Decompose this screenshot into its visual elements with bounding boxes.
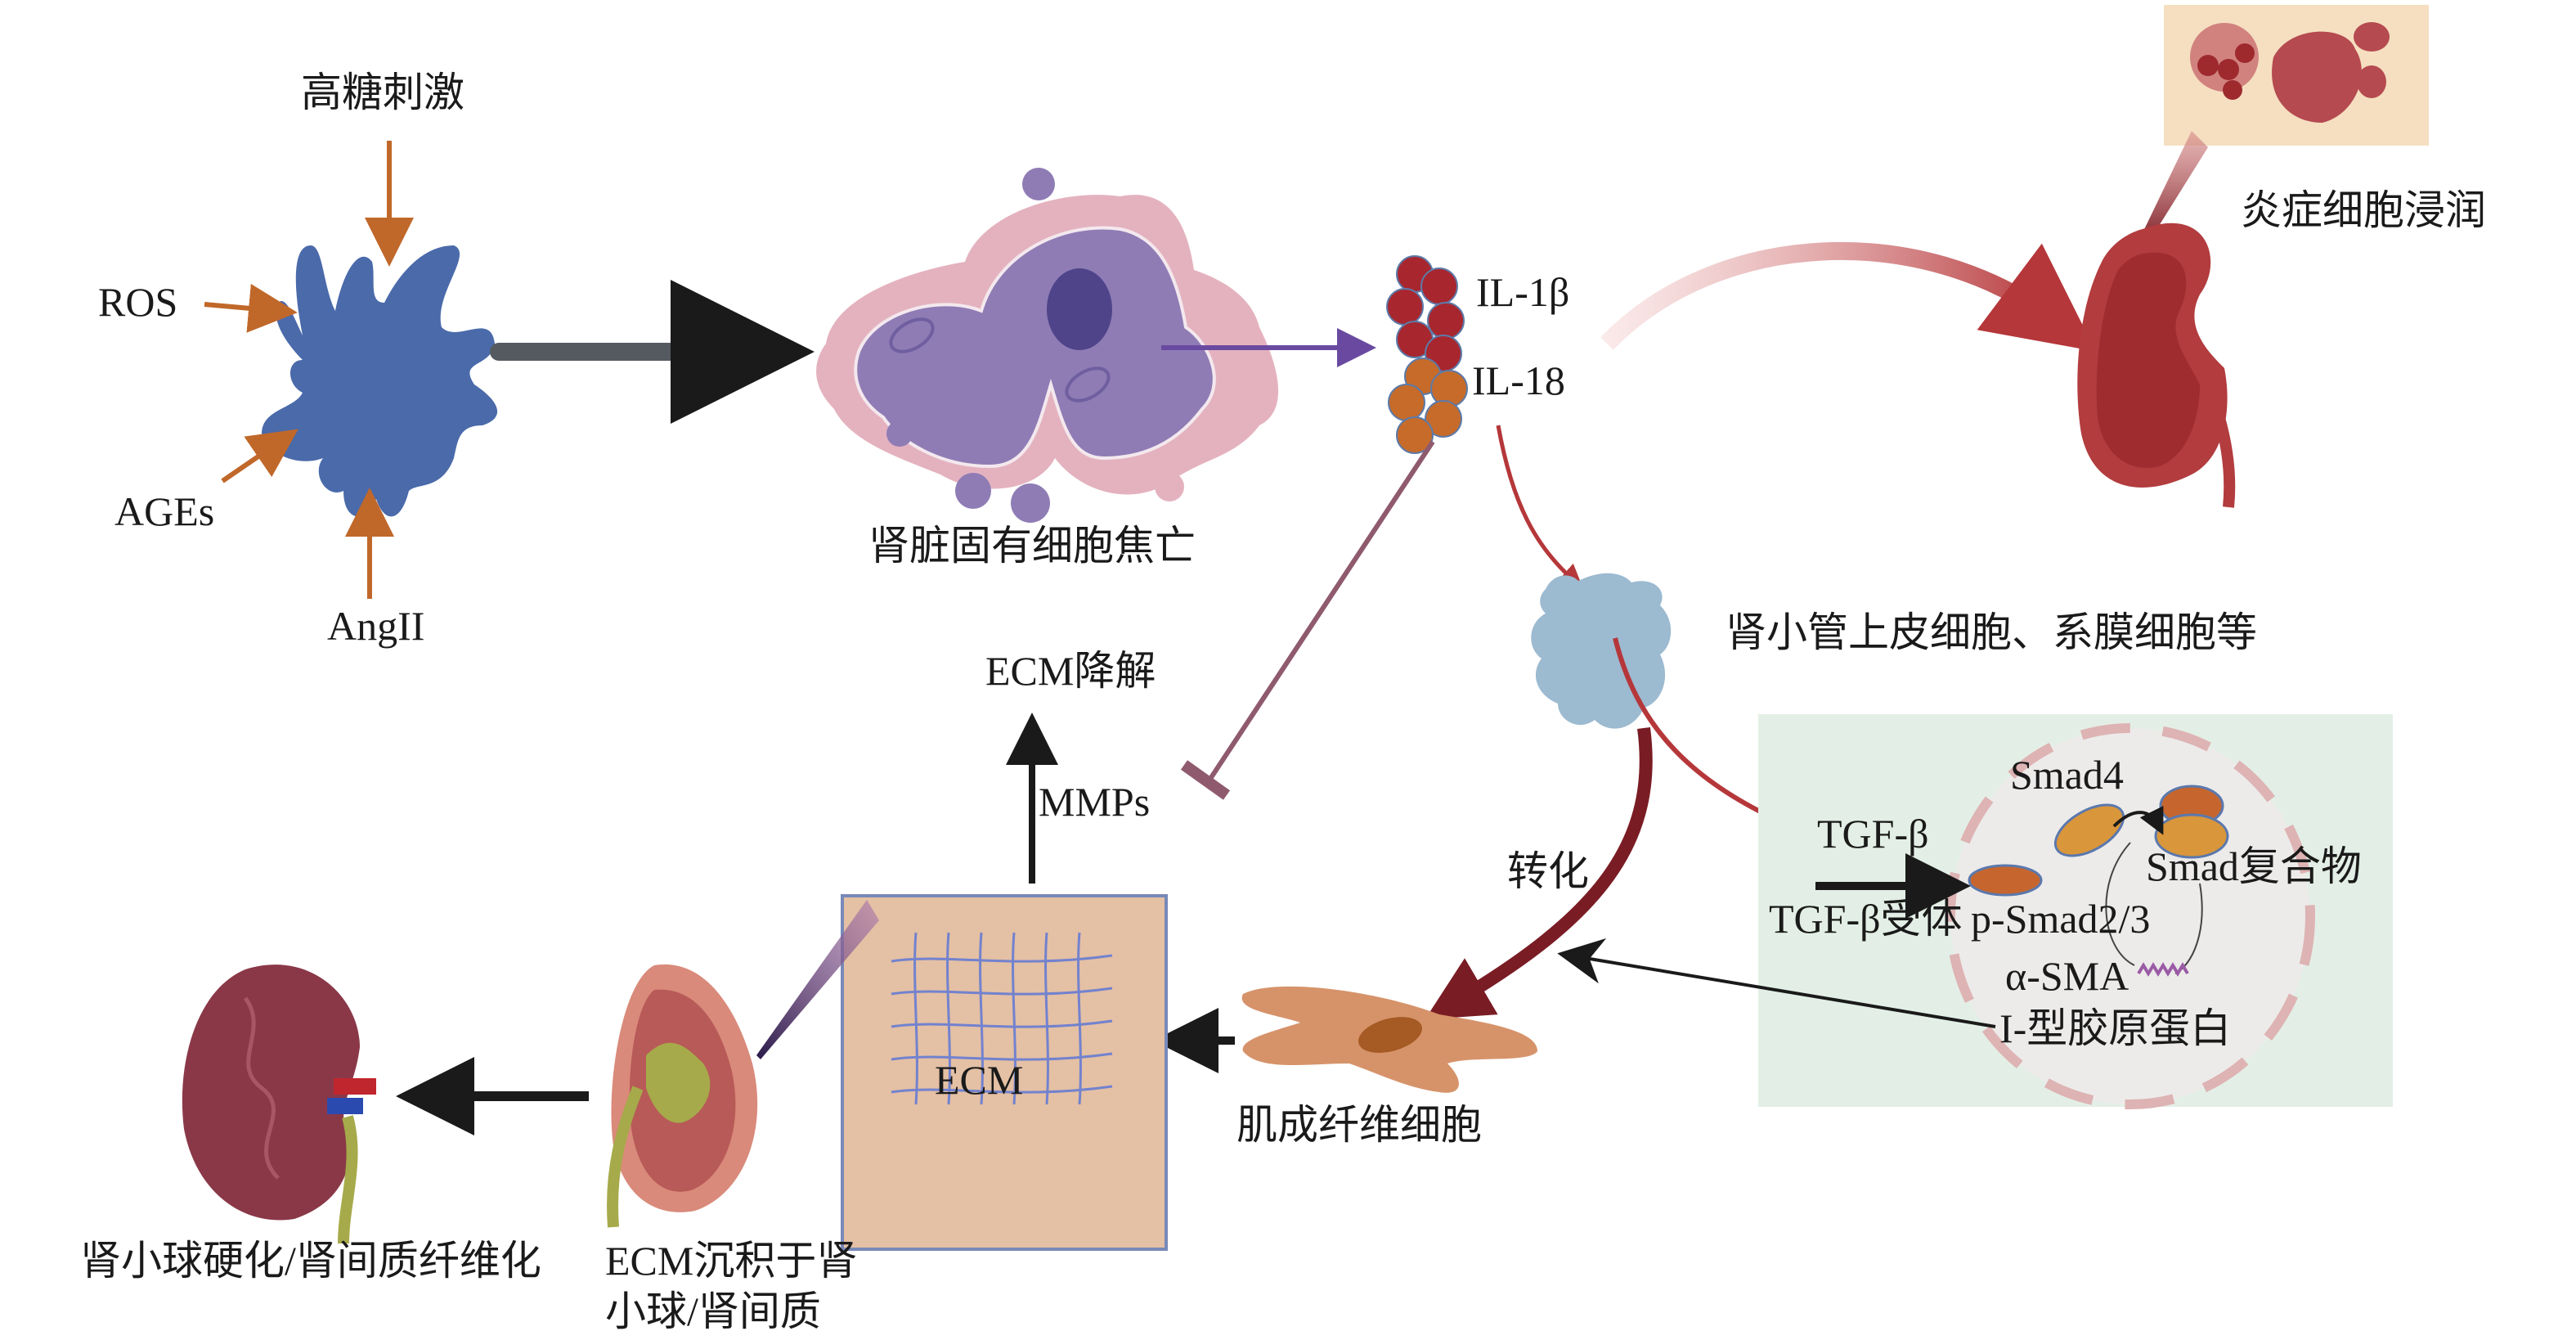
ecm-box [841, 894, 1168, 1251]
myofibroblast-icon [1241, 986, 1537, 1093]
ecm-deposition-kidney-icon [607, 964, 758, 1228]
tgf-signaling-panel [1758, 714, 2393, 1109]
stimulus-ages: AGEs [114, 488, 215, 534]
inflammatory-cells-panel [2164, 5, 2429, 146]
inflammation-label: 炎症细胞浸润 [2241, 187, 2486, 233]
il18-label: IL-18 [1472, 357, 1565, 403]
collagen-i-label: I-型胶原蛋白 [1999, 1005, 2232, 1051]
stimulated-cell-icon [262, 245, 498, 517]
collagen-arrow [1557, 938, 1996, 1028]
tgf-receptor-label: TGF-β受体 [1769, 896, 1963, 942]
pyroptotic-cell-icon [816, 168, 1279, 523]
ros-arrow [204, 283, 298, 333]
fibrotic-kidney-icon [182, 965, 376, 1244]
p-smad23-label: p-Smad2/3 [1971, 896, 2151, 942]
inset-pointer [2138, 131, 2208, 245]
myofibroblast-label: 肌成纤维细胞 [1236, 1102, 1482, 1148]
mmps-label: MMPs [1039, 779, 1151, 825]
ecm-deposition-label-line2: 小球/肾间质 [605, 1288, 821, 1334]
pyroptosis-label: 肾脏固有细胞焦亡 [868, 523, 1196, 569]
inflammation-arrow [1600, 241, 2096, 352]
inhibition-bar [1180, 760, 1231, 800]
transformation-arrow [1425, 726, 1653, 1020]
ecm-degradation-label: ECM降解 [985, 648, 1156, 694]
fibrosis-label: 肾小球硬化/肾间质纤维化 [80, 1238, 541, 1284]
ecm-box-label: ECM [935, 1057, 1024, 1103]
ecm-pointer [756, 900, 879, 1059]
ages-arrow [221, 429, 298, 483]
inhibition-line [1206, 440, 1435, 783]
transformation-label: 转化 [1507, 848, 1589, 894]
smad-complex-label: Smad复合物 [2146, 843, 2362, 889]
target-cells-label: 肾小管上皮细胞、系膜细胞等 [1726, 609, 2257, 655]
ecm-deposition-label-line1: ECM沉积于肾 [605, 1238, 858, 1284]
stimulus-ros: ROS [98, 279, 178, 325]
stimulus-high-glucose: 高糖刺激 [301, 70, 464, 115]
inflamed-kidney-icon [2077, 223, 2236, 508]
smad4-label: Smad4 [2010, 752, 2124, 798]
il1b-label: IL-1β [1476, 269, 1570, 315]
target-cell-icon [1531, 573, 1672, 729]
alpha-sma-label: α-SMA [2005, 953, 2129, 999]
tgf-beta-label: TGF-β [1817, 811, 1929, 857]
cytokine-cluster-icon [1386, 255, 1468, 454]
stimulus-angii: AngII [327, 603, 425, 649]
il18-to-target-arrow [1496, 425, 1584, 589]
